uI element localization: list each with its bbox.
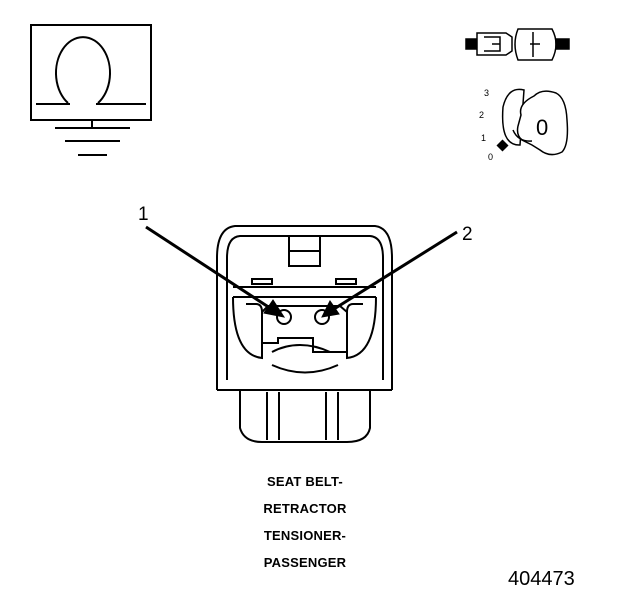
ignition-position-0: 0 <box>488 152 494 162</box>
component-name-line-1: SEAT BELT- <box>267 474 343 489</box>
ignition-key-label: 0 <box>536 115 549 140</box>
ignition-position-1: 1 <box>481 133 487 143</box>
arrow-pin-1 <box>145 225 286 318</box>
ignition-key-icon <box>496 88 569 156</box>
ignition-position-2: 2 <box>479 110 485 120</box>
callout-2-label: 2 <box>462 224 473 245</box>
component-name-line-4: PASSENGER <box>263 555 347 570</box>
arrow-pin-2 <box>321 230 458 318</box>
connector-body <box>216 225 393 443</box>
callout-1-label: 1 <box>138 204 149 225</box>
ignition-position-3: 3 <box>484 88 490 98</box>
disconnected-connector-icon <box>465 28 570 61</box>
ohmmeter-icon <box>30 24 152 156</box>
reference-number: 404473 <box>508 568 575 590</box>
component-name-line-2: RETRACTOR <box>263 501 347 516</box>
component-name-line-3: TENSIONER- <box>263 528 347 543</box>
